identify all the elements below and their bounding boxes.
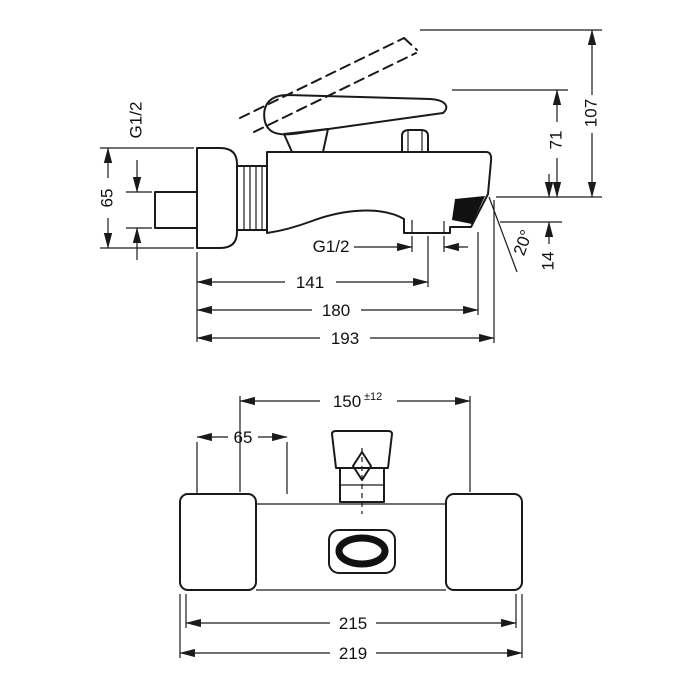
dim-handle-height: 71 xyxy=(546,89,565,198)
dim-connection-tolerance-label: ±12 xyxy=(364,391,382,403)
dim-body-width-label: 215 xyxy=(339,614,367,633)
dim-spout-drop-label: 14 xyxy=(538,252,557,271)
dim-edge-offset-label: 65 xyxy=(234,428,253,447)
diverter-knob xyxy=(401,129,429,153)
aerator-detail xyxy=(452,196,485,224)
spout-opening xyxy=(335,534,389,568)
dim-wall-thread: G1/2 xyxy=(126,102,145,260)
union-nut xyxy=(236,165,268,231)
handle-neck xyxy=(283,128,329,153)
left-connection-block xyxy=(179,493,257,591)
front-view: 150 ±12 65 215 219 xyxy=(179,391,523,663)
dim-spout-depth: 180 xyxy=(196,301,479,320)
dim-edge-offset: 65 xyxy=(196,428,288,447)
dim-spout-angle: 20° xyxy=(488,196,537,273)
shower-outlet-lines xyxy=(411,220,445,233)
lever-handle-side xyxy=(263,94,448,136)
dim-handle-height-label: 71 xyxy=(546,131,565,150)
dim-total-width: 219 xyxy=(179,644,523,663)
dim-total-depth: 193 xyxy=(196,329,495,348)
escutcheon xyxy=(196,147,238,249)
mixer-body-front xyxy=(179,493,523,591)
lever-handle-front xyxy=(331,430,393,469)
dim-escutcheon: 65 xyxy=(97,147,116,249)
mixer-body-side xyxy=(266,151,493,234)
side-view: 107 71 14 20° 65 G1/2 xyxy=(97,29,602,348)
right-connection-block xyxy=(445,493,523,591)
dim-total-height: 107 xyxy=(581,29,600,198)
dim-outlet-depth: 141 xyxy=(196,273,429,292)
dim-wall-thread-label: G1/2 xyxy=(126,102,145,139)
dim-outlet-thread: G1/2 xyxy=(313,237,468,256)
dim-escutcheon-label: 65 xyxy=(97,189,116,208)
dim-spout-angle-label: 20° xyxy=(510,227,537,258)
dim-total-height-label: 107 xyxy=(581,99,600,127)
side-extension-lines xyxy=(100,29,602,343)
spout-front xyxy=(328,529,396,574)
dim-spout-depth-label: 180 xyxy=(322,301,350,320)
dim-body-width: 215 xyxy=(185,614,517,633)
dim-connection-distance: 150 ±12 xyxy=(239,391,471,411)
dim-outlet-depth-label: 141 xyxy=(296,273,324,292)
dim-outlet-thread-label: G1/2 xyxy=(313,237,350,256)
dim-spout-drop: 14 xyxy=(538,174,557,270)
wall-thread xyxy=(154,191,198,229)
handle-raised-dashed-lines xyxy=(239,37,418,133)
dim-total-depth-label: 193 xyxy=(331,329,359,348)
dim-total-width-label: 219 xyxy=(339,644,367,663)
dim-connection-distance-label: 150 xyxy=(333,392,361,411)
